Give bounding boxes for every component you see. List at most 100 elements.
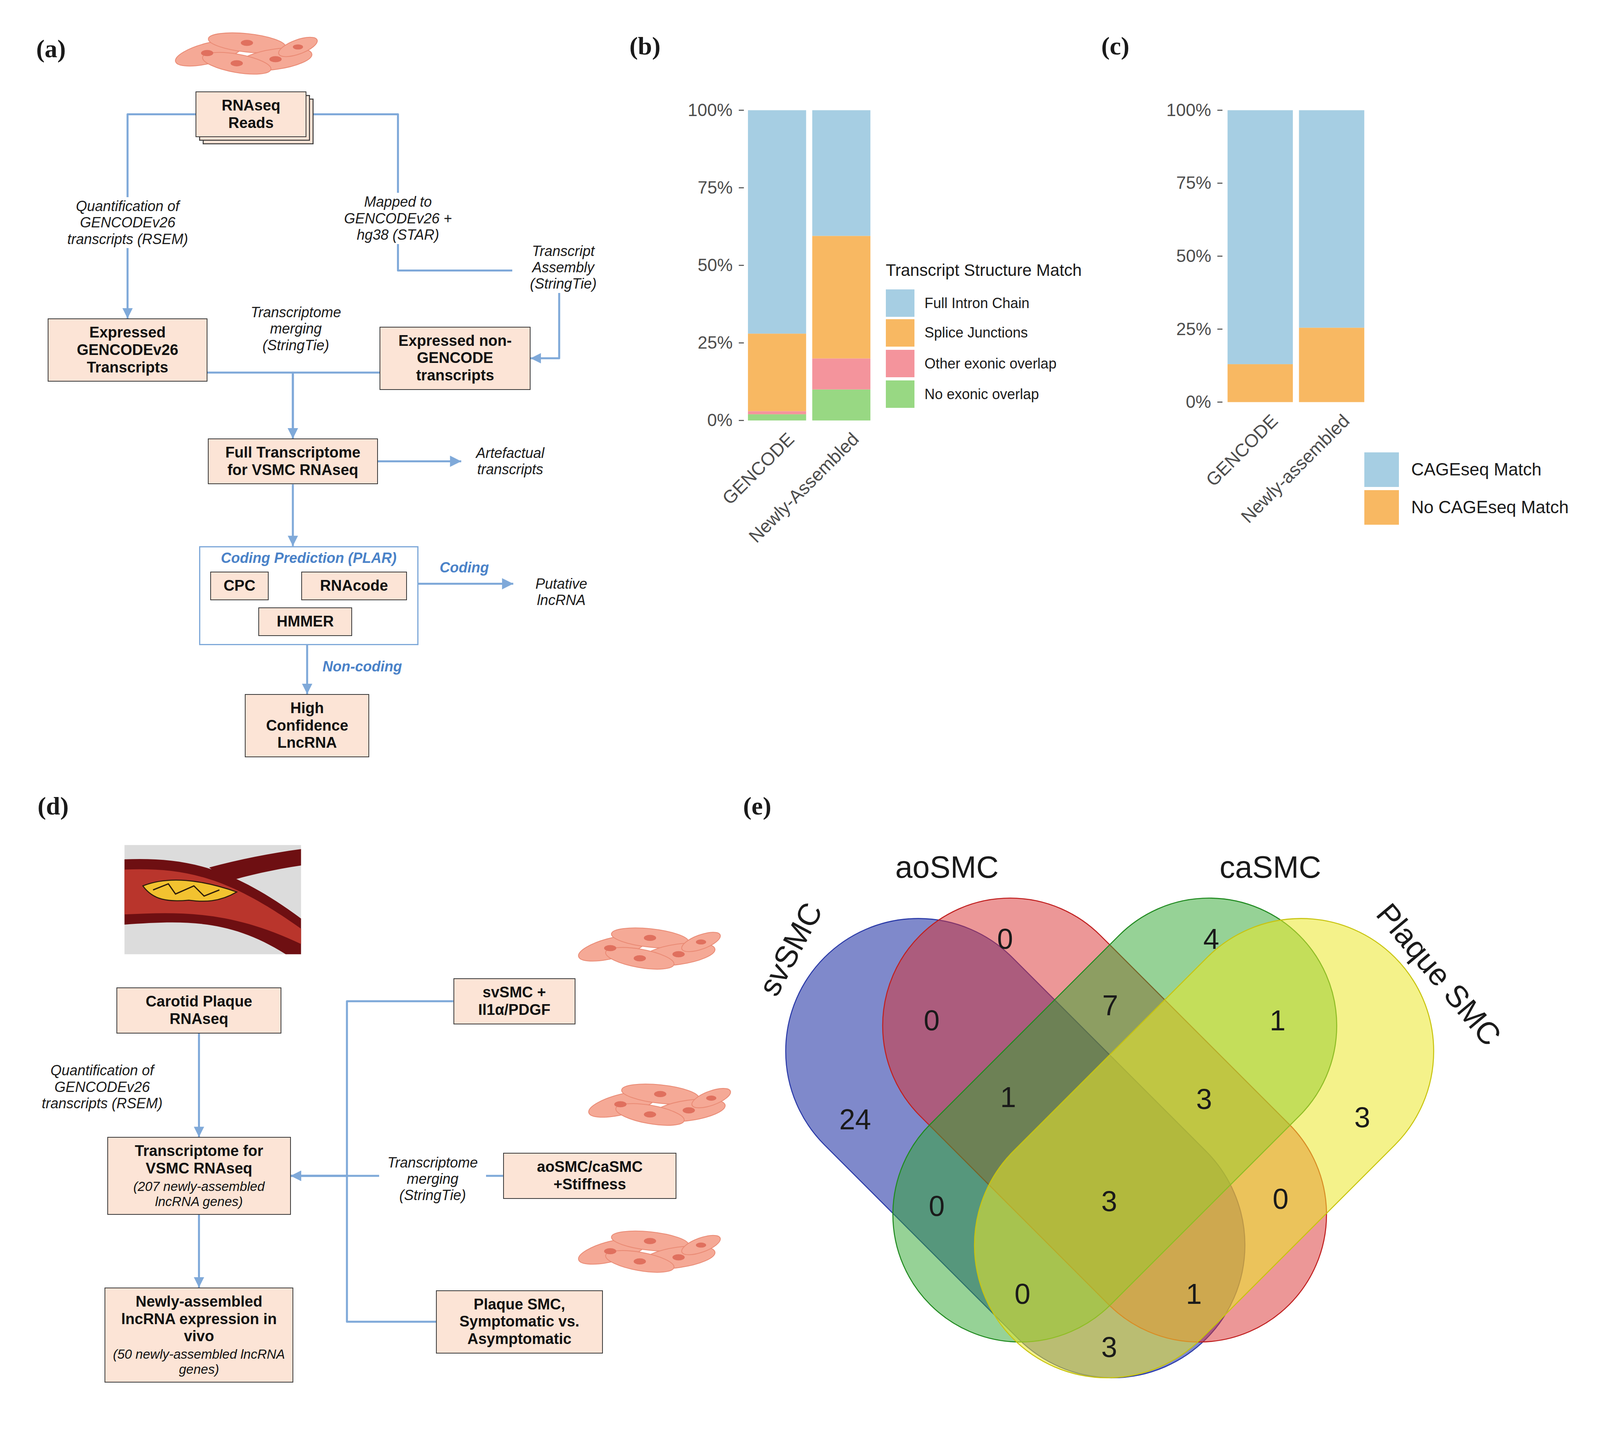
region-count: 24	[839, 1102, 872, 1136]
axis-tick	[738, 419, 744, 421]
set-label: caSMC	[1219, 849, 1322, 886]
artery-wall	[124, 858, 301, 954]
process-box: Transcriptome for VSMC RNAseq(207 newly-…	[107, 1136, 291, 1215]
artery-illustration	[124, 844, 301, 955]
edge-label: Non-coding	[322, 658, 402, 675]
connector	[197, 1033, 200, 1138]
process-box: Newly-assembled lncRNA expression in viv…	[104, 1287, 294, 1383]
legend-text: Full Intron Chain	[924, 294, 1030, 312]
panel-label: (c)	[1101, 31, 1130, 61]
axis-tick-label: 50%	[697, 255, 733, 276]
process-box: Full Transcriptome for VSMC RNAseq	[207, 438, 378, 485]
axis-tick-label: 100%	[687, 100, 733, 121]
legend-item: Splice Junctions	[885, 319, 1029, 347]
bar-segment	[747, 410, 806, 415]
cell-illustration	[172, 29, 320, 79]
bar-segment	[812, 110, 871, 236]
node-text: Newly-assembled lncRNA expression in viv…	[110, 1292, 288, 1345]
legend-swatch	[885, 289, 915, 317]
panel-label: (a)	[36, 34, 66, 64]
axis-tick-label: 75%	[697, 177, 733, 198]
process-box: Expressed non-GENCODE transcripts	[379, 326, 531, 390]
node-text: RNAcode	[306, 577, 402, 595]
legend-swatch	[885, 380, 915, 408]
artery-background	[124, 844, 301, 955]
set-label: Plaque SMC	[1369, 896, 1509, 1053]
legend-item: No CAGEseq Match	[1364, 490, 1569, 525]
region-count: 1	[1000, 1080, 1017, 1114]
annotation: Putative lncRNA	[520, 575, 603, 609]
bar-segment	[812, 235, 871, 359]
process-box: CPC	[210, 571, 269, 601]
arrow	[418, 582, 514, 585]
legend-text: No CAGEseq Match	[1411, 497, 1569, 518]
edge-label: Quantification of GENCODEv26 transcripts…	[53, 197, 202, 248]
node-text: Full Transcriptome for VSMC RNAseq	[213, 443, 373, 479]
node-text: aoSMC/caSMC +Stiffness	[508, 1158, 671, 1193]
region-count: 3	[1101, 1184, 1118, 1218]
region-count: 0	[1014, 1277, 1031, 1311]
axis-tick	[1217, 328, 1223, 330]
axis-tick	[738, 264, 744, 266]
legend-swatch	[885, 319, 915, 347]
stacked-bar-chart	[738, 110, 871, 421]
axis-tick-label: 75%	[1176, 172, 1212, 194]
node-text: Coding Prediction (PLAR)	[202, 549, 415, 566]
venn-diagram	[730, 844, 1489, 1433]
annotation: Coding	[439, 559, 489, 576]
legend-text: Other exonic overlap	[924, 355, 1057, 372]
connector	[292, 372, 380, 439]
bar-segment	[1227, 364, 1293, 402]
bar-segment	[747, 333, 806, 411]
legend-title: Transcript Structure Match	[885, 260, 1082, 280]
connector	[197, 1214, 200, 1288]
axis-tick	[738, 342, 744, 344]
bar-segment	[1299, 110, 1365, 328]
region-count: 0	[1272, 1182, 1289, 1216]
bar-segment	[812, 389, 871, 421]
cell-illustration	[576, 924, 723, 973]
axis-tick	[1217, 401, 1223, 403]
process-box: Carotid Plaque RNAseq	[116, 987, 282, 1033]
annotation: Transcript Assembly (StringTie)	[512, 242, 615, 293]
process-box: RNAcode	[301, 571, 407, 601]
legend-item: CAGEseq Match	[1364, 452, 1542, 487]
artery-lumen	[124, 869, 301, 944]
node-text: CPC	[215, 577, 263, 595]
set-label: svSMC	[751, 896, 830, 1002]
node-text: Expressed non-GENCODE transcripts	[385, 332, 525, 385]
node-text: HMMER	[263, 612, 347, 631]
group-box: Coding Prediction (PLAR) CPC RNAcodeHMMER	[199, 546, 419, 646]
legend-swatch	[1364, 490, 1399, 525]
connector	[291, 484, 294, 546]
axis-tick	[738, 187, 744, 189]
bar-segment	[747, 414, 806, 421]
axis-tick	[1217, 182, 1223, 185]
axis-tick	[1217, 255, 1223, 257]
edge-label: Transcriptome merging (StringTie)	[379, 1153, 487, 1205]
legend-item: Full Intron Chain	[885, 289, 1030, 317]
connector	[290, 1001, 454, 1176]
region-count: 7	[1102, 988, 1119, 1022]
axis-tick-label: 50%	[1176, 246, 1212, 267]
plaque-texture	[153, 883, 220, 896]
region-count: 3	[1101, 1330, 1118, 1364]
region-count: 1	[1269, 1003, 1286, 1037]
region-count: 1	[1185, 1277, 1202, 1311]
node-text: svSMC + Il1α/PDGF	[459, 983, 570, 1019]
process-box: Expressed GENCODEv26 Transcripts	[47, 318, 208, 382]
node-text: (207 newly-assembled lncRNA genes)	[112, 1178, 286, 1209]
stacked-bar-chart	[1217, 110, 1365, 402]
node-text: Expressed GENCODEv26 Transcripts	[53, 323, 202, 376]
legend-swatch	[1364, 452, 1399, 487]
node-text: Carotid Plaque RNAseq	[122, 992, 276, 1028]
bar-segment	[812, 358, 871, 390]
edge-label: Quantification of GENCODEv26 transcripts…	[30, 1061, 174, 1112]
bar-segment	[1227, 110, 1293, 365]
panel-label: (d)	[37, 791, 69, 821]
axis-tick-label: 0%	[707, 410, 733, 431]
region-count: 0	[923, 1003, 940, 1037]
process-box: RNAseq Reads	[195, 91, 307, 138]
